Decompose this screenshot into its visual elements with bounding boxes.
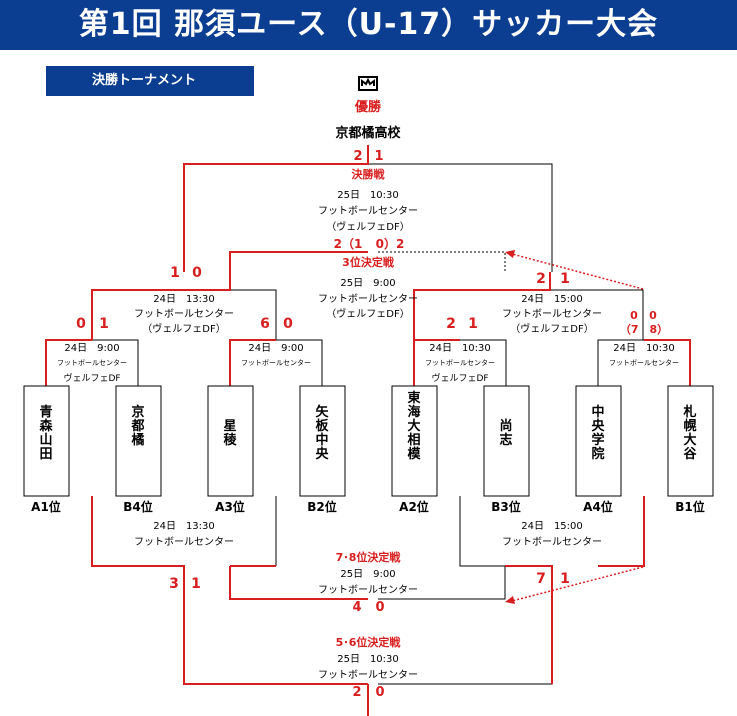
team-name: 京都橘	[130, 404, 144, 448]
qf1-venue: フットボールセンター	[57, 358, 127, 367]
sf-right-venue-sub: （ヴェルフェDF）	[510, 322, 593, 335]
page-title: 第1回 那須ユース（U-17）サッカー大会	[78, 7, 659, 42]
qf1-score-left: 0	[76, 316, 86, 332]
team-rank: A2位	[399, 499, 429, 514]
crown-icon	[358, 76, 378, 91]
lower-left-date: 24日 13:30	[153, 521, 215, 532]
team-rank: B4位	[123, 499, 153, 514]
team-name: 中央学院	[591, 404, 605, 462]
seventh-score-right: 0	[375, 600, 384, 615]
seventh-date: 25日 9:00	[340, 569, 395, 580]
qf4-date: 24日 10:30	[613, 343, 675, 354]
team-ranks: A1位 B4位 A3位 B2位 A2位 B3位 A4位 B1位	[31, 499, 705, 514]
sf-right-score-right: 1	[468, 316, 478, 332]
team-rank: B1位	[675, 499, 705, 514]
sf-left-venue: フットボールセンター	[134, 308, 234, 320]
third-date: 25日 9:00	[340, 278, 395, 289]
fifth-score-right: 0	[375, 685, 384, 700]
qf2-venue: フットボールセンター	[241, 358, 311, 367]
lower-right-score-left: 7	[536, 571, 546, 587]
third-title: 3位決定戦	[342, 255, 395, 269]
sf-left-score-left: 1	[170, 265, 180, 281]
final-pk-right: 0）2	[376, 236, 405, 251]
fifth-score-left: 2	[352, 685, 361, 700]
fifth-title: 5･6位決定戦	[336, 635, 402, 649]
team-rank: A3位	[215, 499, 245, 514]
final-venue-sub: （ヴェルフェDF）	[326, 220, 409, 233]
lower-right-date: 24日 15:00	[521, 521, 583, 532]
lower-left-venue: フットボールセンター	[134, 536, 234, 548]
final-venue: フットボールセンター	[318, 205, 418, 217]
seventh-title: 7･8位決定戦	[336, 550, 402, 564]
team-rank: A4位	[583, 499, 613, 514]
team-name: 札幌大谷	[682, 404, 697, 462]
third-venue-sub: （ヴェルフェDF）	[326, 307, 409, 320]
final-pk-left: 2（1	[334, 236, 363, 251]
qf4-score-left: 0	[630, 309, 638, 322]
bracket-lines-red	[45, 145, 691, 716]
qf1-venue-sub: ヴェルフェDF	[63, 372, 120, 384]
final-score-right: 1	[374, 149, 383, 164]
final-title: 決勝戦	[352, 167, 386, 181]
final-score-left: 2	[353, 149, 362, 164]
sf-left-date: 24日 13:30	[153, 294, 215, 305]
team-name: 星稜	[223, 419, 237, 448]
header-bar	[0, 0, 737, 50]
qf4-pk: （7 8）	[620, 323, 668, 336]
qf1-date: 24日 9:00	[64, 343, 119, 354]
qf3-date: 24日 10:30	[429, 343, 491, 354]
fifth-date: 25日 10:30	[337, 654, 399, 665]
final-date: 25日 10:30	[337, 190, 399, 201]
dotted-lines	[378, 251, 506, 272]
team-name: 東海大相模	[407, 390, 421, 462]
qf2-date: 24日 9:00	[248, 343, 303, 354]
lower-left-score-right: 1	[191, 576, 201, 592]
team-name: 矢板中央	[315, 404, 329, 462]
sf-right-date: 24日 15:00	[521, 294, 583, 305]
seventh-score-left: 4	[352, 600, 361, 615]
sf-left-score-right: 0	[192, 265, 202, 281]
seventh-venue: フットボールセンター	[318, 584, 418, 596]
arrow-heads	[505, 250, 515, 604]
sf-left-venue-sub: （ヴェルフェDF）	[142, 322, 225, 335]
section-label: 決勝トーナメント	[46, 66, 254, 96]
team-names: 青森山田 京都橘 星稜 矢板中央 東海大相模 尚志 中央学院 札幌大谷	[39, 390, 697, 462]
qf2-score-left: 6	[260, 316, 270, 332]
qf4-venue: フットボールセンター	[609, 358, 679, 367]
team-rank: B2位	[307, 499, 337, 514]
lower-right-score-right: 1	[560, 571, 570, 587]
fifth-venue: フットボールセンター	[318, 669, 418, 681]
loser-arrows	[511, 253, 644, 602]
qf3-venue-sub: ヴェルフェDF	[431, 372, 488, 384]
third-score-left: 2	[536, 271, 546, 287]
third-venue: フットボールセンター	[318, 293, 418, 305]
sf-right-venue: フットボールセンター	[502, 308, 602, 320]
team-boxes	[23, 385, 714, 497]
lower-left-score-left: 3	[169, 576, 179, 592]
qf2-score-right: 0	[283, 316, 293, 332]
lower-right-venue: フットボールセンター	[502, 536, 602, 548]
champion-team: 京都橘高校	[335, 125, 401, 141]
team-rank: B3位	[491, 499, 521, 514]
team-name: 青森山田	[39, 404, 53, 462]
champion-label: 優勝	[354, 99, 382, 115]
third-score-right: 1	[560, 271, 570, 287]
team-name: 尚志	[499, 418, 512, 448]
qf1-score-right: 1	[99, 316, 109, 332]
team-rank: A1位	[31, 499, 61, 514]
qf3-venue: フットボールセンター	[425, 358, 495, 367]
qf4-score-right: 0	[649, 309, 657, 322]
sf-right-score-left: 2	[446, 316, 456, 332]
